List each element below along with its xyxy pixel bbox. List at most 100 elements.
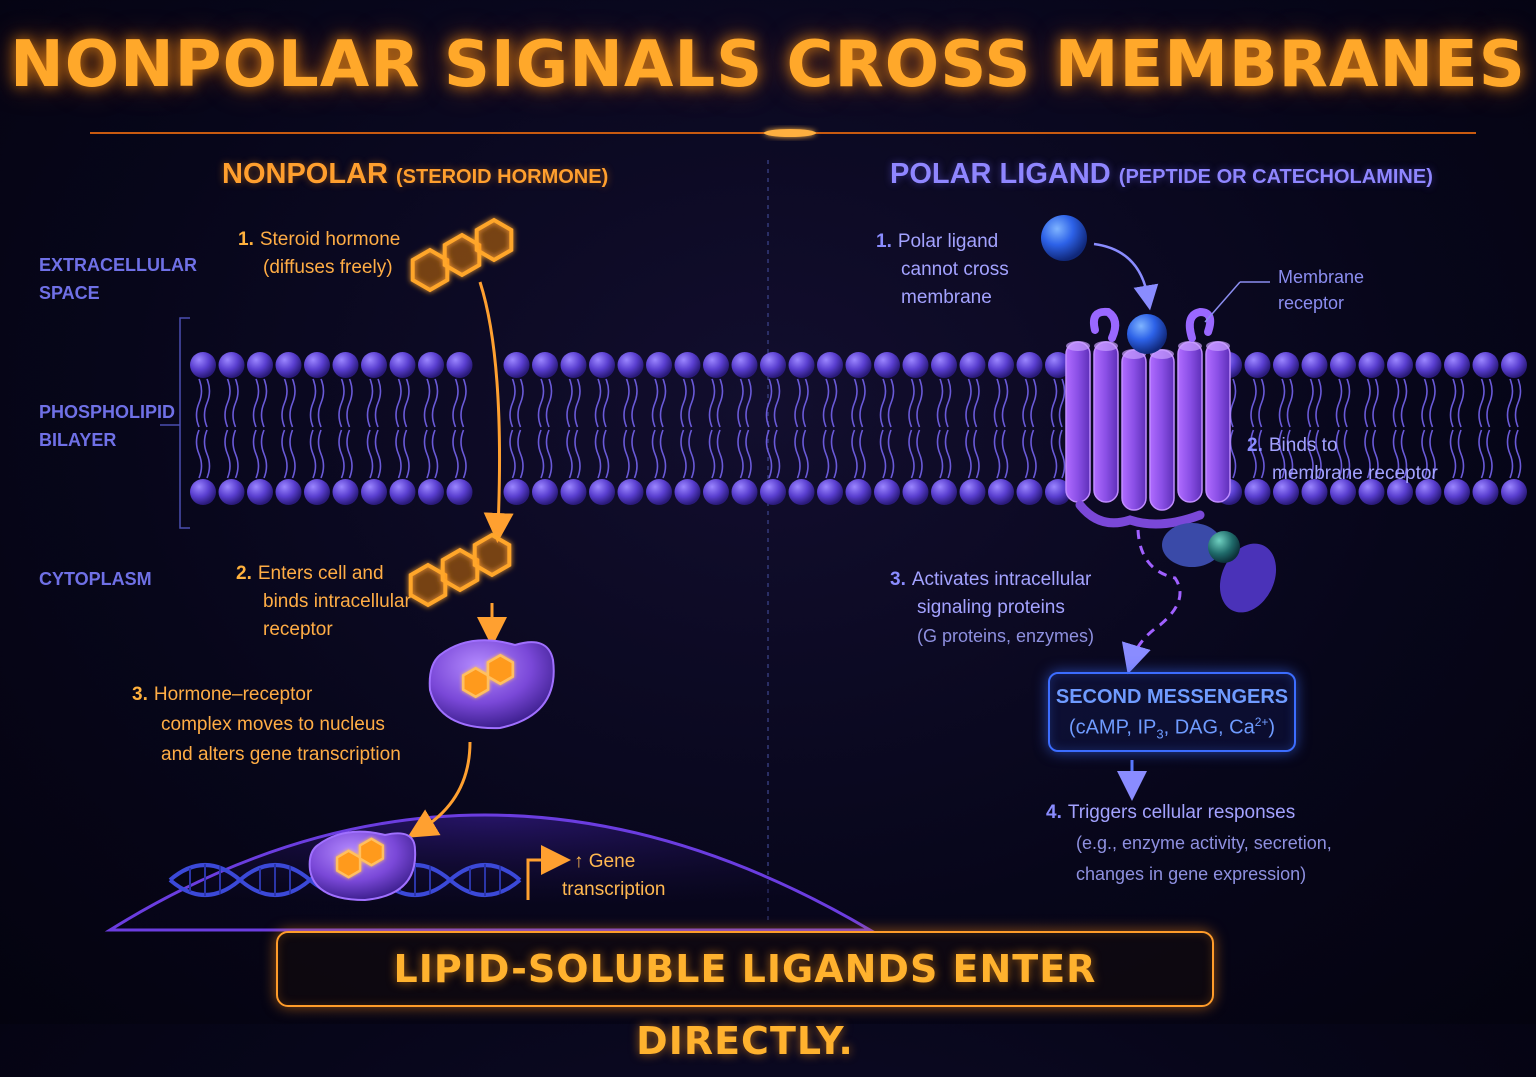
phospholipid-head: [1244, 352, 1271, 378]
summary-banner-text: LIPID-SOLUBLE LIGANDS ENTER DIRECTLY.: [393, 947, 1097, 1063]
label-bilayer: PHOSPHOLIPID BILAYER: [39, 398, 175, 454]
step-sub: (e.g., enzyme activity, secretion,: [1076, 833, 1332, 853]
phospholipid-head: [874, 352, 900, 378]
lipid-tail: [1050, 378, 1066, 479]
receptor-helix: [1149, 349, 1175, 511]
phospholipid-head: [503, 479, 530, 505]
step-sub: (G proteins, enzymes): [917, 626, 1095, 646]
lipid-tail: [309, 378, 325, 479]
step-line: Triggers cellular responses: [1067, 802, 1296, 823]
receptor-label-line: Membrane: [1278, 267, 1365, 287]
phospholipid-head: [703, 352, 729, 378]
steroid-ring: [358, 837, 385, 867]
step-sub: changes in gene expression): [1076, 864, 1307, 884]
page-title: NONPOLAR SIGNALS CROSS MEMBRANES: [10, 28, 1526, 102]
phospholipid-head: [589, 352, 615, 378]
phospholipid-head: [874, 479, 900, 505]
receptor-label-line: receptor: [1278, 293, 1345, 313]
phospholipid-head: [1358, 479, 1385, 505]
phospholipid-head: [361, 479, 387, 505]
phospholipid-head: [1244, 479, 1271, 505]
step-line: and alters gene transcription: [161, 744, 401, 765]
phospholipid-head: [532, 352, 558, 378]
phospholipid-head: [760, 479, 786, 505]
nonpolar-heading-main: NONPOLAR: [222, 158, 388, 190]
step-line: Steroid hormone: [259, 229, 401, 250]
step-number: 1.: [876, 231, 892, 252]
phospholipid-head: [1045, 352, 1071, 378]
phospholipid-head: [959, 352, 986, 378]
lipid-tail: [965, 378, 980, 479]
phospholipid-head: [1415, 352, 1442, 378]
phospholipid-head: [560, 352, 587, 378]
phospholipid-head: [1444, 479, 1470, 505]
sm-sup: 2+: [1254, 715, 1269, 729]
phospholipid-head: [931, 352, 957, 378]
lipid-tail: [737, 378, 752, 479]
polar-step-4: 4.Triggers cellular responses (e.g., enz…: [1046, 797, 1332, 890]
phospholipid-head: [674, 479, 701, 505]
nonpolar-heading: NONPOLAR (STEROID HORMONE): [222, 158, 608, 191]
steroid-ring: [461, 666, 490, 699]
phospholipid-head: [1415, 479, 1442, 505]
phospholipid-head: [332, 352, 359, 378]
nonpolar-step-1: 1.Steroid hormone (diffuses freely): [238, 226, 400, 282]
polar-step-3: 3.Activates intracellular signaling prot…: [890, 566, 1094, 650]
steroid-ring: [335, 849, 362, 879]
bilayer-bracket: [179, 317, 190, 529]
receptor-label-leader: [1204, 281, 1241, 323]
steroid-hormone-intracellular: [408, 532, 512, 608]
phospholipid-head: [532, 479, 558, 505]
gene-label-line: transcription: [562, 879, 666, 900]
gene-label-line: ↑ Gene: [574, 851, 636, 872]
step-line: Activates intracellular: [911, 569, 1092, 590]
lipid-tail: [1250, 378, 1265, 479]
label-bilayer-2: BILAYER: [39, 430, 117, 450]
receptor-helix: [1093, 341, 1119, 503]
step-number: 3.: [890, 569, 906, 590]
lipid-tail: [822, 378, 838, 479]
phospholipid-head: [845, 352, 872, 378]
lipid-tail: [1278, 378, 1294, 479]
lipid-tail: [395, 378, 410, 479]
phospholipid-head: [1358, 352, 1385, 378]
phospholipid-head: [617, 352, 644, 378]
gene-transcription-label: ↑ Gene transcription: [562, 848, 666, 904]
sm-text: , DAG, Ca: [1163, 716, 1255, 739]
phospholipid-head: [760, 352, 786, 378]
receptor-helix: [1177, 341, 1203, 503]
step-line: (diffuses freely): [263, 257, 393, 278]
step-line: Hormone–receptor: [153, 684, 313, 705]
phospholipid-head: [1444, 352, 1470, 378]
step-number: 2.: [1247, 435, 1263, 456]
step-line: membrane: [901, 287, 992, 308]
bound-ligand: [1127, 314, 1167, 354]
membrane-receptor: [1065, 307, 1231, 529]
phospholipid-head: [988, 479, 1014, 505]
lipid-tail: [879, 378, 895, 479]
phospholipid-head: [1273, 352, 1299, 378]
lipid-tail: [452, 378, 467, 479]
phospholipid-head: [788, 352, 815, 378]
lipid-tail: [537, 378, 553, 479]
step-line: binds intracellular: [263, 591, 411, 612]
phospholipid-head: [902, 352, 929, 378]
label-extracellular-2: SPACE: [39, 283, 100, 303]
phospholipid-head: [931, 479, 957, 505]
step-line: receptor: [263, 619, 333, 640]
second-messengers-box: SECOND MESSENGERS (cAMP, IP3, DAG, Ca2+): [1048, 672, 1296, 752]
phospholipid-head: [1387, 479, 1413, 505]
label-cytoplasm: CYTOPLASM: [39, 569, 152, 589]
steroid-ring: [486, 653, 515, 686]
lipid-tail: [623, 378, 638, 479]
phospholipid-head: [1301, 352, 1328, 378]
phospholipid-head: [389, 479, 416, 505]
phospholipid-head: [247, 479, 273, 505]
phospholipid-head: [304, 479, 330, 505]
phospholipid-head: [646, 352, 672, 378]
step-number: 2.: [236, 563, 252, 584]
summary-banner: LIPID-SOLUBLE LIGANDS ENTER DIRECTLY.: [276, 931, 1214, 1063]
phospholipid-head: [1472, 352, 1499, 378]
lipid-tail: [651, 378, 667, 479]
receptor-helix: [1065, 341, 1091, 503]
